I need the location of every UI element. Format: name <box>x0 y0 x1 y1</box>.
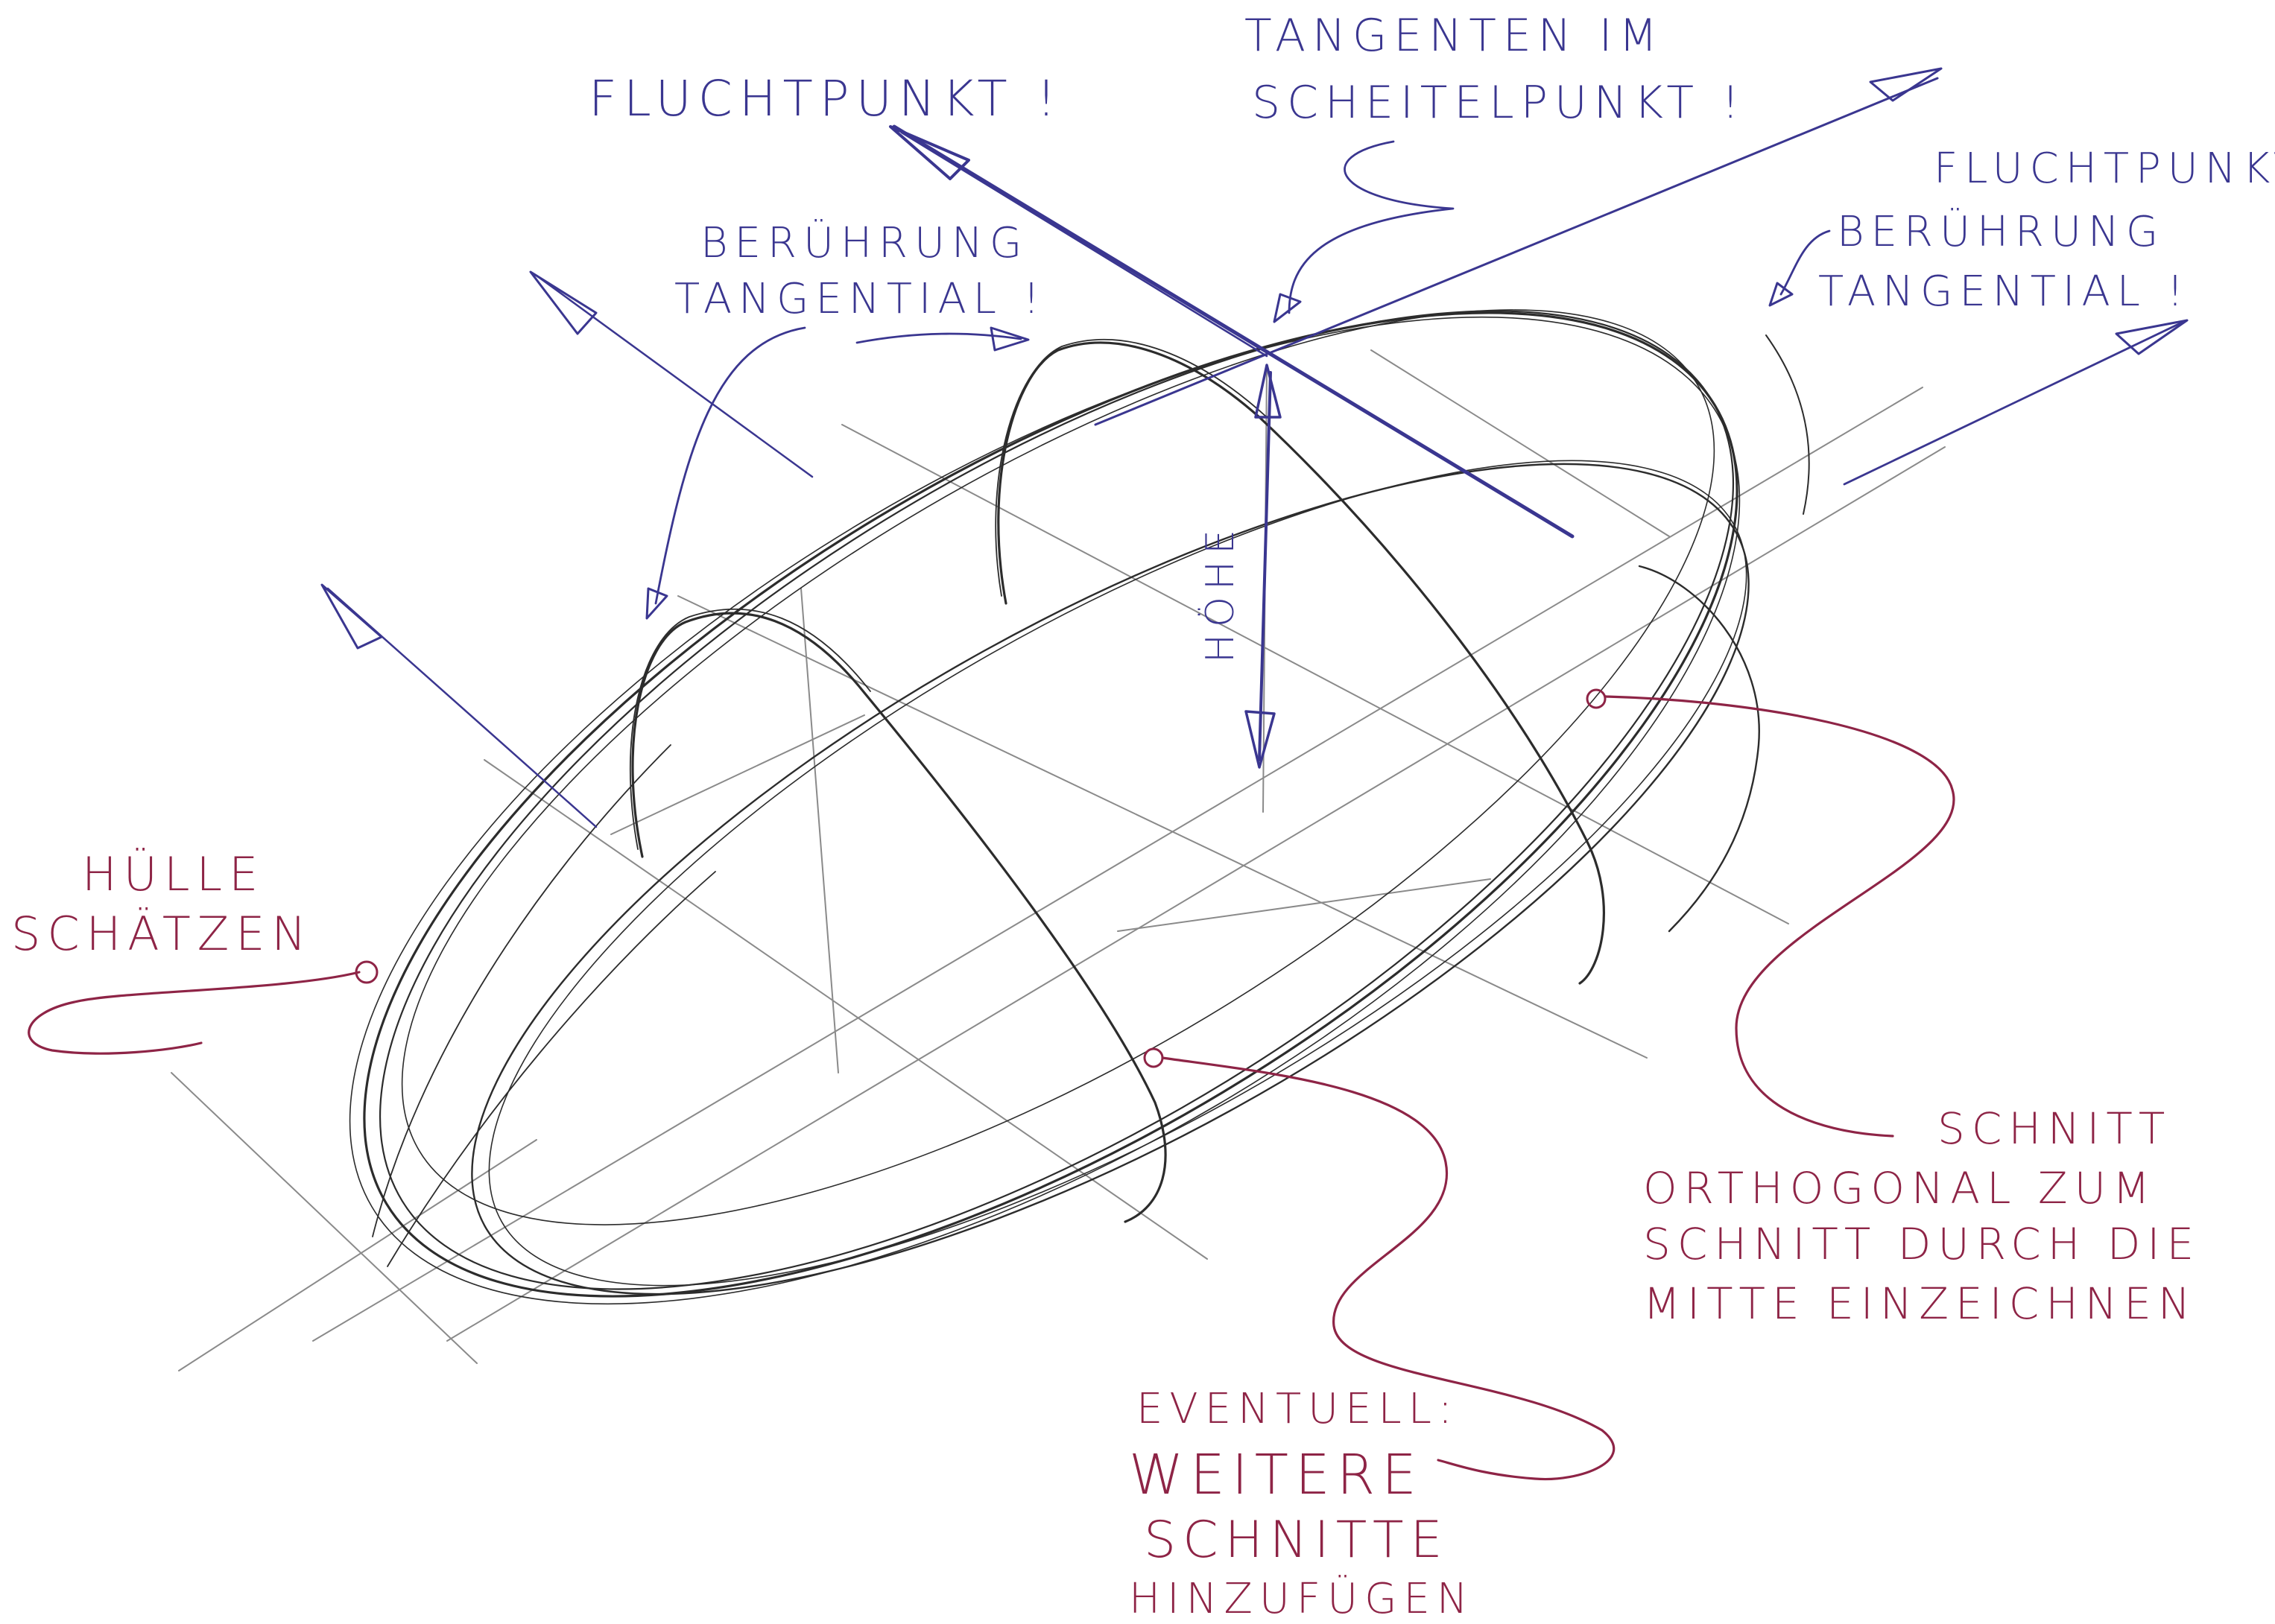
hull-outline-outer-2 <box>379 310 1735 1290</box>
hoehe-arrow-line <box>1258 371 1272 761</box>
arrowhead-axis-right <box>2115 319 2189 355</box>
construction-line-vertical-left <box>800 588 839 1073</box>
arrowhead-fluchtpunkt-right-top <box>1869 67 1943 102</box>
hoehe-arrowhead-top <box>1254 364 1282 419</box>
arrowhead-vanishing-left-upper <box>529 270 598 335</box>
construction-line-cross-4 <box>171 1072 478 1364</box>
base-section-ellipse <box>471 463 1750 1295</box>
label-schnitt-line1: SCHNITT <box>1937 1103 2171 1154</box>
tangent-line-left-vanishing-2 <box>900 131 1268 358</box>
arch-right <box>1638 565 1760 933</box>
label-eventuell-line3: SCHNITTE <box>1144 1511 1449 1570</box>
pointer-beruehrung-left-curve-head <box>645 587 668 620</box>
label-eventuell-line1: EVENTUELL: <box>1136 1385 1459 1433</box>
label-hoehe: HÖHE <box>1197 523 1243 663</box>
label-tangenten-line1: TANGENTEN IM <box>1244 10 1664 62</box>
label-eventuell-line2: WEITERE <box>1129 1443 1423 1507</box>
arch-front-2 <box>629 608 871 850</box>
construction-line-diag-upper <box>1370 349 1670 537</box>
construction-line-diag-lower <box>1117 878 1491 932</box>
label-tangenten-line2: SCHEITELPUNKT ! <box>1252 77 1746 129</box>
pointer-beruehrung-right-head <box>1768 282 1794 307</box>
label-schnitt-line4: MITTE EINZEICHNEN <box>1643 1278 2197 1329</box>
mid-section-ellipse <box>401 309 1715 1225</box>
label-beruehrung-right-line2: TANGENTIAL ! <box>1818 267 2190 316</box>
vanishing-line-left-upper <box>535 274 814 478</box>
label-schnitt-line2: ORTHOGONAL ZUM <box>1643 1163 2157 1214</box>
label-beruehrung-left-line2: TANGENTIAL ! <box>674 275 1046 323</box>
leader-huelle <box>28 971 361 1055</box>
construction-lines <box>171 349 1946 1371</box>
axis-right-long <box>1843 320 2185 486</box>
ellipsoid-hull <box>349 309 1750 1305</box>
pointer-beruehrung-left-straight-head <box>990 326 1030 352</box>
tip-lines <box>372 744 716 1267</box>
arch-right-2 <box>1765 334 1810 515</box>
arrowhead-fluchtpunkt-left <box>889 125 970 180</box>
pointer-beruehrung-left-straight <box>855 332 1022 344</box>
arch-back-2 <box>995 338 1268 597</box>
label-eventuell-line4: HINZUFÜGEN <box>1129 1575 1475 1623</box>
hoehe-arrowhead-bottom <box>1244 710 1276 769</box>
hull-outline-outer-3 <box>349 316 1741 1305</box>
cross-section-arches <box>372 334 1810 1267</box>
label-schnitt-line3: SCHNITT DURCH DIE <box>1643 1219 2200 1269</box>
pointer-beruehrung-right <box>1779 229 1831 296</box>
construction-line-lower-left <box>178 1139 537 1371</box>
label-huelle-line1: HÜLLE <box>82 847 265 901</box>
arch-front <box>631 612 1167 1223</box>
leader-weitere-schnitte <box>1161 1056 1616 1481</box>
tangent-line-right-vanishing <box>1094 77 1939 426</box>
blue-labels: FLUCHTPUNKT ! TANGENTEN IM SCHEITELPUNKT… <box>589 10 2275 663</box>
red-labels: HÜLLE SCHÄTZEN SCHNITT ORTHOGONAL ZUM SC… <box>11 847 2200 1623</box>
label-fluchtpunkt-right: FLUCHTPUNKT <box>1934 145 2275 193</box>
pointer-scheitelpunkt-head <box>1273 293 1302 323</box>
point-schnitt <box>1586 688 1607 709</box>
label-huelle-line2: SCHÄTZEN <box>11 907 313 961</box>
pointer-beruehrung-left-curve <box>654 326 806 605</box>
red-annotations <box>28 688 1955 1481</box>
tangent-line-left-vanishing <box>892 124 1575 539</box>
blue-annotations <box>320 67 2189 828</box>
leader-schnitt <box>1604 695 1955 1138</box>
label-beruehrung-left-line1: BERÜHRUNG <box>700 219 1028 267</box>
construction-line-left-short <box>610 714 865 835</box>
base-section-ellipse-2 <box>488 460 1747 1287</box>
label-beruehrung-right-line1: BERÜHRUNG <box>1837 208 2165 256</box>
arch-back <box>997 341 1605 985</box>
arrowhead-vanishing-left-lower <box>320 583 383 650</box>
construction-line-cross-3 <box>484 759 1208 1260</box>
pointer-scheitelpunkt <box>1288 140 1455 314</box>
construction-line-main-axis <box>312 387 1923 1342</box>
construction-line-cross-1 <box>677 595 1648 1059</box>
label-fluchtpunkt-left: FLUCHTPUNKT ! <box>589 70 1063 127</box>
